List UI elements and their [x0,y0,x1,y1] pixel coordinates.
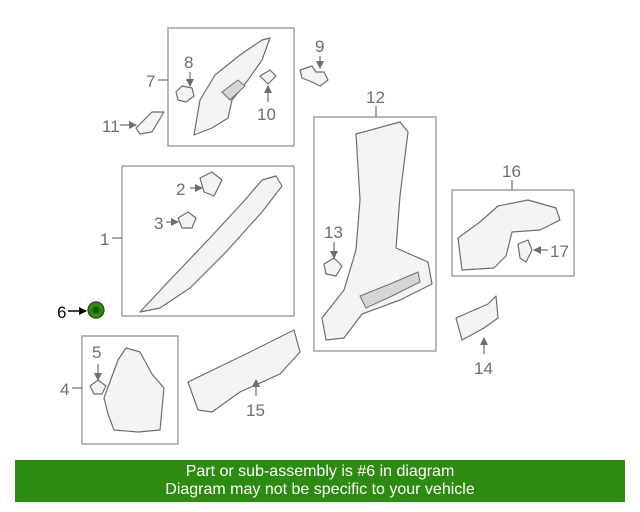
part-16 [457,199,561,271]
upper-pillar-trim-detail [221,79,246,101]
box-1 [121,165,295,317]
callout-11: 11 [102,117,120,136]
box-4 [81,335,179,445]
b-pillar-trim-detail [359,271,421,309]
banner-line-2: Diagram may not be specific to your vehi… [165,481,475,498]
clip-10-part [259,69,277,85]
callout-14: 14 [474,359,493,378]
part-4 [103,347,165,433]
info-banner: Part or sub-assembly is #6 in diagram Di… [15,460,625,502]
group-11: 11 [102,111,165,136]
group-1-a-pillar: 1 2 3 [100,165,295,317]
callout-13: 13 [324,223,343,242]
callout-15: 15 [246,401,265,420]
a-pillar-trim-part [139,175,283,313]
box-16 [451,189,575,277]
clip-13-part [323,257,343,277]
callout-3: 3 [154,214,163,233]
group-15: 15 [187,329,301,420]
callout-2: 2 [176,180,185,199]
clip-5-part [89,379,107,395]
banner-line-1: Part or sub-assembly is #6 in diagram [185,463,455,480]
part-14 [455,295,499,341]
callout-1: 1 [100,230,109,249]
clip-8-part [175,85,195,103]
group-16: 16 17 [451,162,575,277]
bolt-9-part [299,65,329,87]
callout-12: 12 [366,88,385,107]
group-12-b-pillar: 12 13 [313,88,437,352]
box-12 [313,116,437,352]
group-6-highlighted: 6 [57,301,105,322]
callout-7: 7 [146,72,155,91]
callout-17: 17 [550,242,569,261]
group-7-upper-pillar: 7 8 10 [146,27,295,147]
group-4: 4 5 [60,335,179,445]
callout-4: 4 [60,380,69,399]
part-11 [135,111,165,135]
callout-5: 5 [92,343,101,362]
part-15 [187,329,301,413]
callout-10: 10 [257,105,276,124]
clip-17-part [517,239,533,263]
callout-9: 9 [315,37,324,56]
group-9-bolt: 9 [299,37,329,87]
clip-2-part [199,171,223,197]
callout-16: 16 [502,162,521,181]
clip-3-part [177,211,197,229]
part-6-center [92,306,100,314]
group-14: 14 [455,295,499,378]
callout-6: 6 [57,303,66,322]
box-7 [167,27,295,147]
callout-8: 8 [184,53,193,72]
